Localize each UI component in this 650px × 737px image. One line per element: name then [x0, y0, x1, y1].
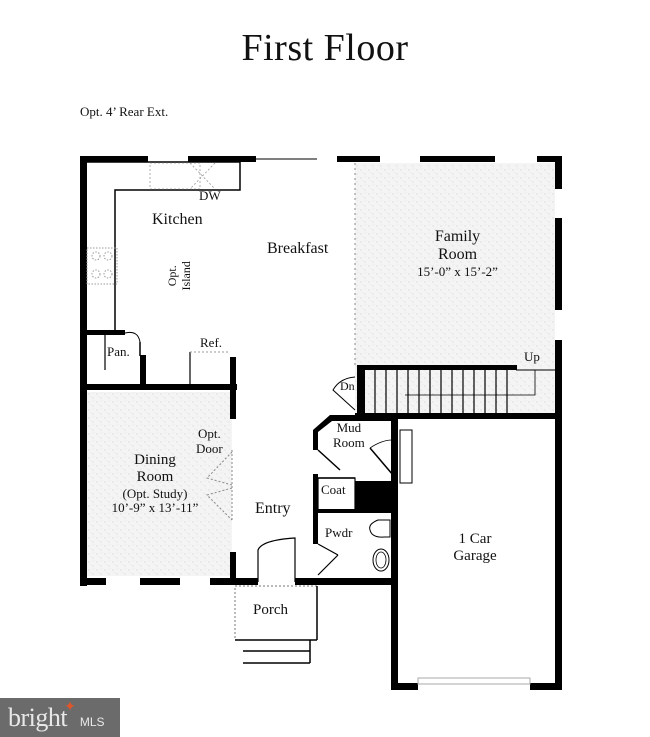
breakfast-label: Breakfast	[267, 240, 329, 257]
family-room-floor	[355, 163, 555, 363]
logo-accent-icon: ✦	[64, 700, 76, 715]
dining-room-dimensions: 10’-9” x 13’-11”	[111, 500, 199, 516]
opt-island-label: Opt. Island	[165, 261, 193, 291]
logo-brand: bright	[8, 702, 68, 732]
bright-mls-logo: bright ✦ MLS	[0, 698, 120, 737]
stairs-down-label: Dn	[340, 379, 355, 393]
dishwasher-label: DW	[199, 188, 221, 203]
garage-label: 1 Car Garage	[453, 531, 497, 565]
opt-door-label: Opt. Door	[196, 426, 223, 456]
mud-room-label: Mud Room	[333, 420, 365, 450]
porch-label: Porch	[253, 602, 288, 618]
pantry-label: Pan.	[107, 344, 130, 359]
logo-suffix: MLS	[79, 714, 105, 729]
family-room-label: Family Room 15’-0” x 15’-2”	[410, 228, 505, 280]
family-room-dimensions: 15’-0” x 15’-2”	[417, 263, 498, 279]
dining-room-label: Dining Room (Opt. Study) 10’-9” x 13’-11…	[100, 452, 210, 516]
entry-label: Entry	[255, 500, 291, 517]
dining-room-floor	[86, 392, 232, 576]
stair-landing-floor	[355, 363, 555, 415]
rear-extension-note: Opt. 4’ Rear Ext.	[80, 104, 169, 119]
powder-room-label: Pwdr	[325, 525, 353, 540]
coat-closet-label: Coat	[321, 482, 346, 497]
stairs-up-label: Up	[524, 349, 540, 364]
page-title: First Floor	[241, 27, 409, 69]
kitchen-label: Kitchen	[152, 211, 203, 228]
refrigerator-label: Ref.	[200, 335, 223, 350]
